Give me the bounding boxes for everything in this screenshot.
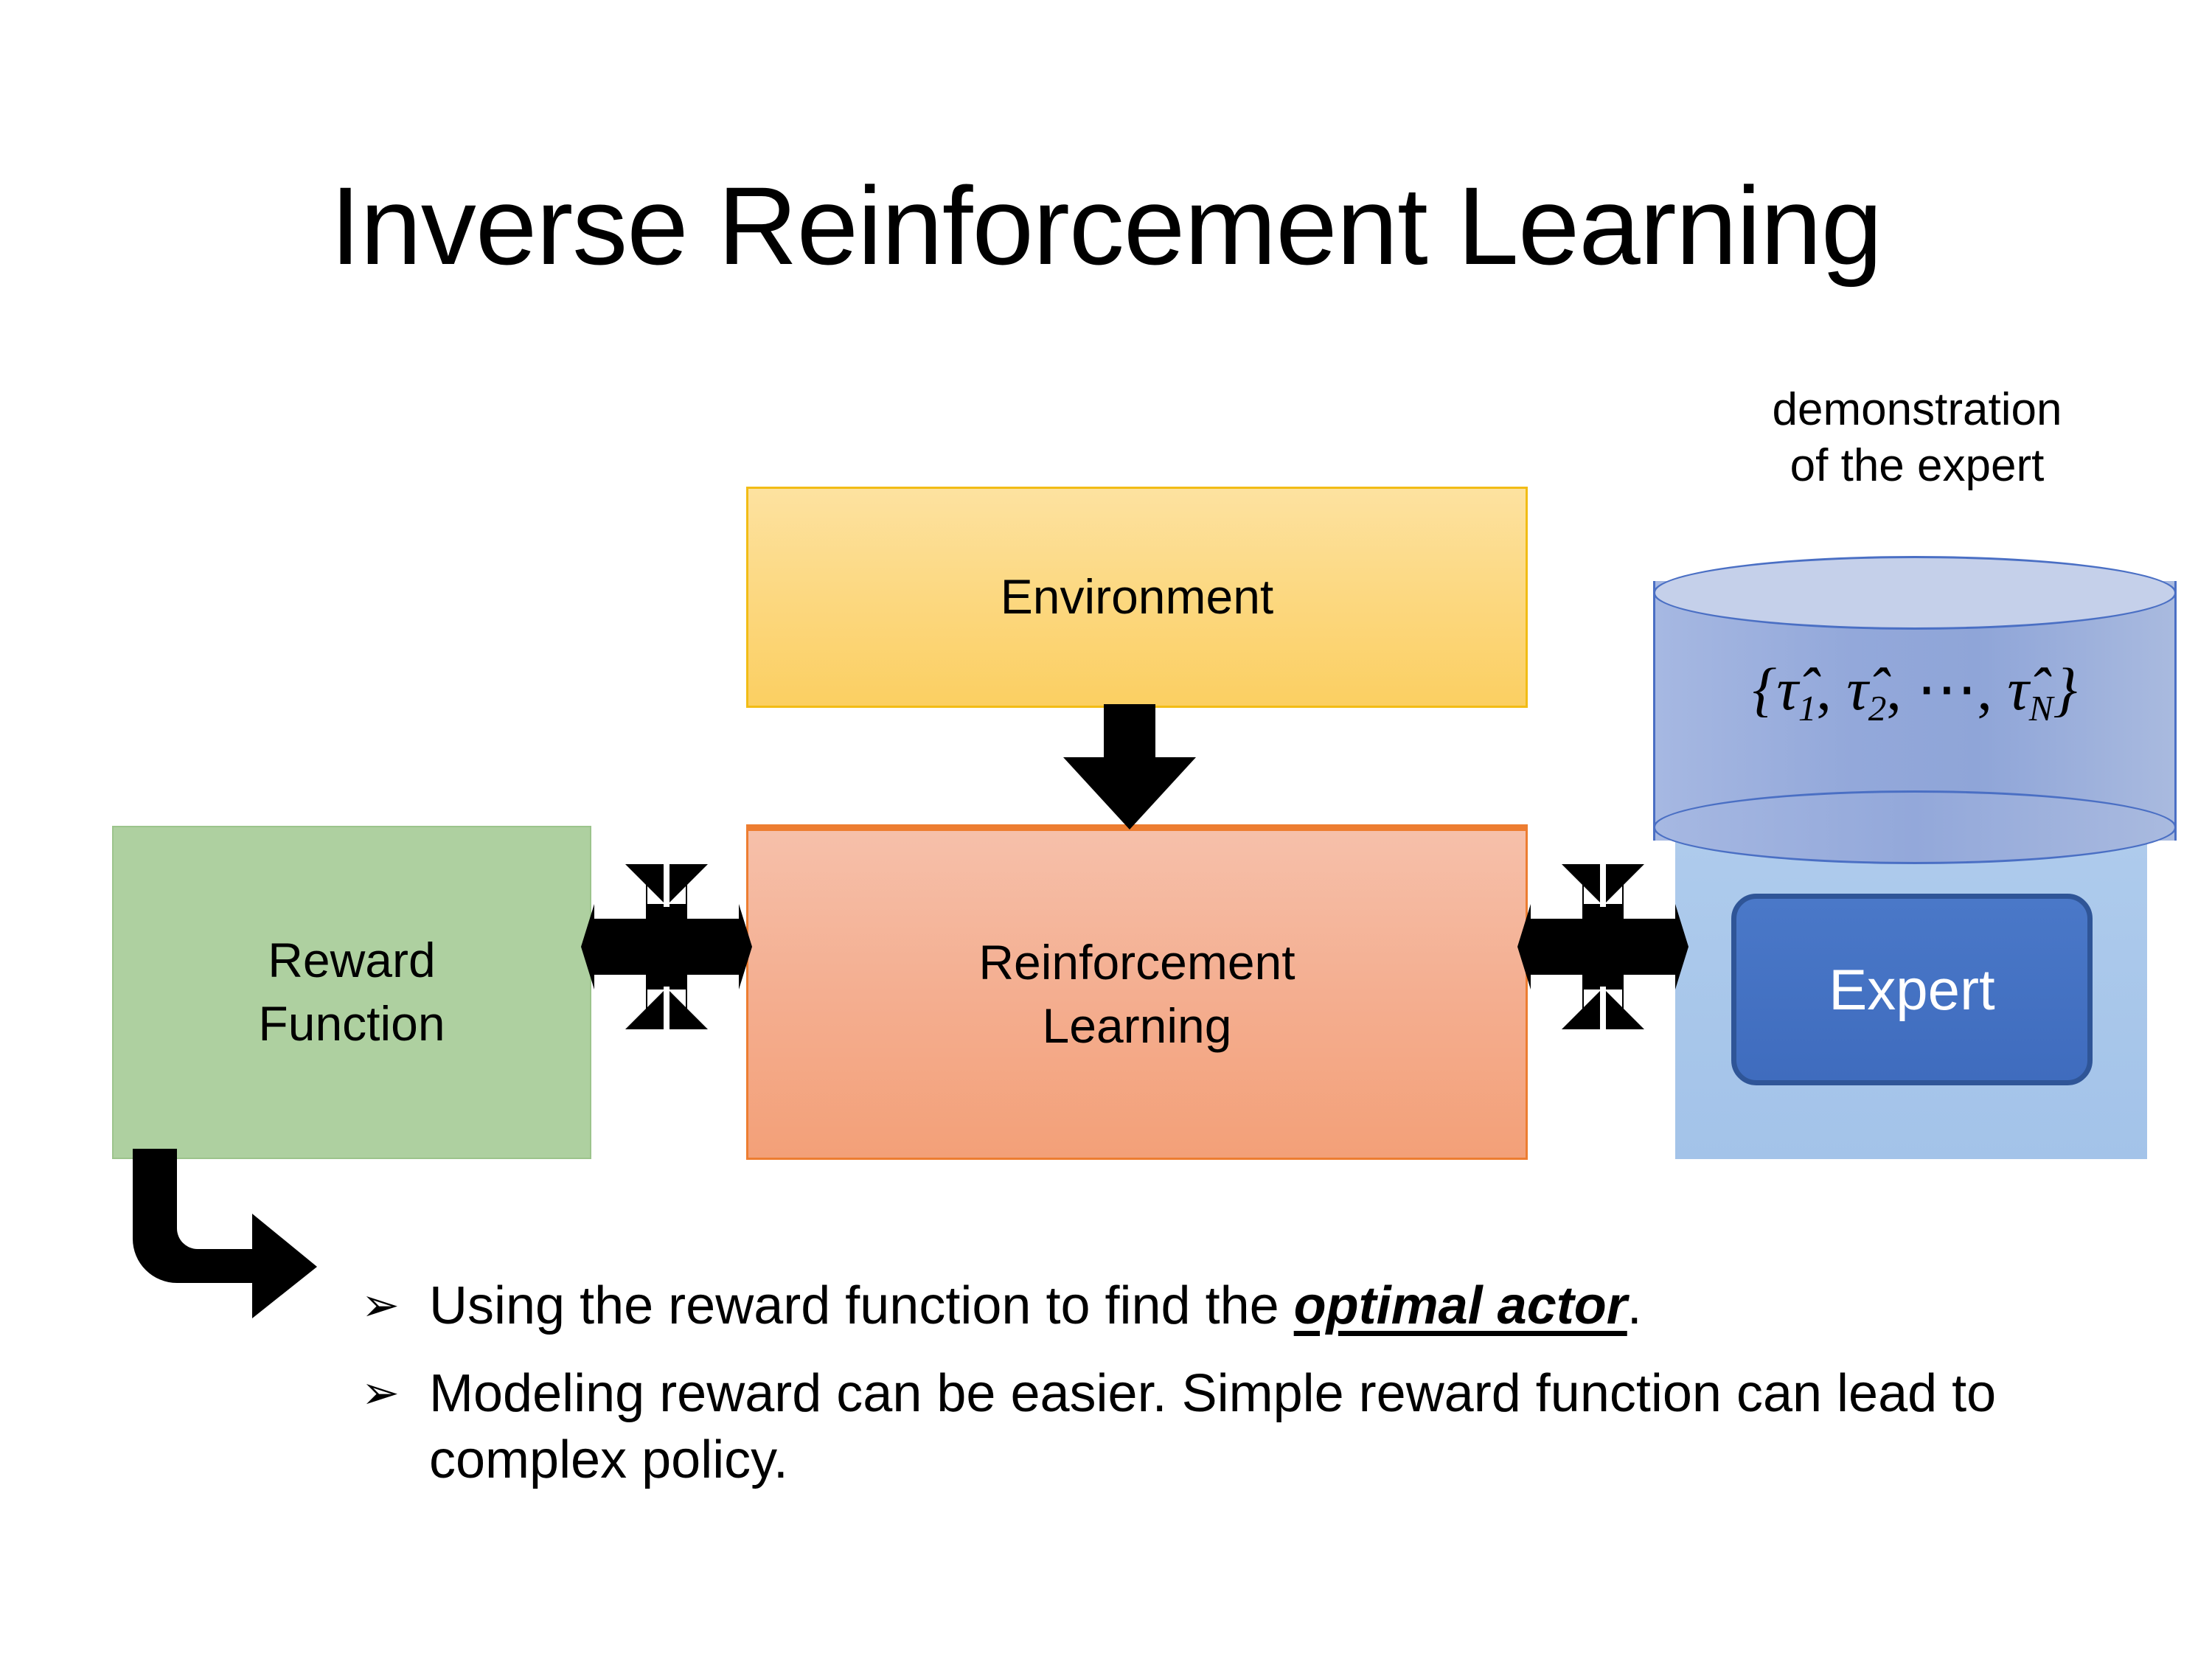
reward-node-label-line2: Function (258, 996, 445, 1051)
bullet-arrow-icon: ➢ (361, 1280, 400, 1331)
formula-subscript-2: 2 (1868, 687, 1887, 728)
formula-subscript-1: 1 (1798, 687, 1817, 728)
bullet-text-line2: function can lead to complex policy. (429, 1363, 1997, 1490)
cylinder-bottom-ellipse (1653, 790, 2177, 864)
formula-tau-1: τ̂ (1776, 655, 1798, 723)
bullet-list: ➢ Using the reward function to find the … (361, 1273, 2146, 1514)
environment-node-label: Environment (1000, 569, 1274, 625)
formula-separator-1: , (1816, 655, 1847, 723)
rl-node-label-line2: Learning (1042, 998, 1232, 1053)
bullet-arrow-icon: ➢ (361, 1367, 400, 1419)
cylinder-top-ellipse (1653, 556, 2177, 630)
demonstration-caption: demonstration of the expert (1644, 382, 2190, 493)
down-arrow-icon (1063, 704, 1196, 830)
bullet-emphasis: optimal actor (1293, 1276, 1627, 1335)
formula-close-brace: } (2053, 655, 2078, 723)
bullet-text: Modeling reward can be easier. Simple re… (429, 1360, 2146, 1494)
formula-tau-n: τ̂ (2007, 655, 2029, 723)
demonstration-cylinder: {τ̂1, τ̂2, ⋯, τ̂N} (1653, 556, 2177, 866)
formula-subscript-n: N (2028, 687, 2053, 728)
page-title: Inverse Reinforcement Learning (330, 164, 1883, 288)
formula-tau-2: τ̂ (1846, 655, 1868, 723)
bullet-text-before: Using the reward function to find the (429, 1276, 1294, 1335)
reward-function-node: Reward Function (112, 826, 591, 1159)
bullet-text-after: . (1627, 1276, 1642, 1335)
environment-node: Environment (746, 487, 1528, 708)
list-item: ➢ Modeling reward can be easier. Simple … (361, 1360, 2146, 1494)
expert-node: Expert (1731, 894, 2093, 1085)
formula-open-brace: { (1752, 655, 1777, 723)
trajectory-set-formula: {τ̂1, τ̂2, ⋯, τ̂N} (1653, 659, 2177, 726)
formula-separator-2: , ⋯, (1886, 655, 2008, 723)
bullet-text: Using the reward function to find the op… (429, 1273, 2146, 1340)
demonstration-caption-line2: of the expert (1790, 439, 2045, 491)
list-item: ➢ Using the reward function to find the … (361, 1273, 2146, 1340)
demonstration-caption-line1: demonstration (1772, 384, 2062, 435)
reinforcement-learning-node: Reinforcement Learning (746, 824, 1528, 1160)
bullet-text-line1: Modeling reward can be easier. Simple re… (429, 1363, 1521, 1423)
expert-node-label: Expert (1829, 957, 1995, 1022)
reward-node-label-line1: Reward (268, 933, 436, 988)
rl-node-label-line1: Reinforcement (978, 934, 1295, 990)
double-arrow-left-right-icon (581, 861, 752, 1032)
elbow-arrow-icon (133, 1149, 317, 1318)
double-arrow-left-right-icon (1517, 861, 1688, 1032)
